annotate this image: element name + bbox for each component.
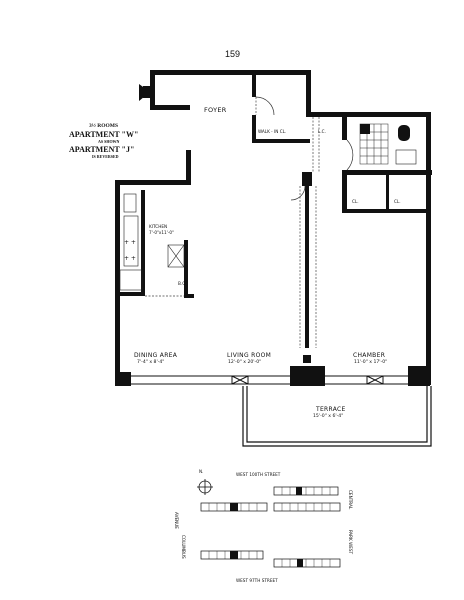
room-dining-area: DINING AREA: [134, 352, 178, 359]
room-closet-2: CL.: [394, 199, 401, 204]
room-living-room: LIVING ROOM: [227, 352, 272, 359]
unit-as-shown: AS SHOWN: [98, 139, 120, 144]
room-kitchen-dim: 7'-0"x11'-0": [149, 230, 174, 235]
unit-is-reversed: IS REVERSED: [92, 154, 119, 159]
room-terrace: TERRACE: [316, 406, 346, 413]
keyplan-avenue-right-2: PARK WEST: [348, 530, 353, 555]
room-chamber-dim: 11'-0" x 17'-0": [354, 360, 388, 365]
keyplan-north: N.: [199, 469, 204, 474]
unit-apartment-j: APARTMENT "J": [69, 145, 135, 154]
keyplan-avenue-right: CENTRAL: [348, 490, 353, 510]
keyplan-avenue-left: AVENUE: [174, 512, 179, 529]
svg-text:+ +: + +: [124, 255, 136, 262]
unit-rooms: 3½ ROOMS: [89, 123, 119, 129]
keyplan-street-top: WEST 100TH STREET: [236, 472, 281, 477]
keyplan-avenue-left-2: COLUMBUS: [181, 535, 186, 559]
room-dining-dim: 7'-4" x 8'-4": [137, 360, 165, 365]
room-closet-1: CL.: [352, 199, 359, 204]
room-living-dim: 12'-0" x 20'-0": [228, 360, 262, 365]
room-walk-in-closet: WALK - IN CL.: [258, 129, 287, 134]
room-kitchen: KITCHEN: [149, 224, 168, 229]
room-foyer: FOYER: [204, 106, 227, 114]
room-linen-closet: L.C.: [318, 129, 326, 134]
page-number: 159: [225, 49, 241, 59]
unit-apartment-w: APARTMENT "W": [69, 130, 139, 139]
room-chamber: CHAMBER: [353, 352, 386, 359]
keyplan-street-bottom: WEST 97TH STREET: [236, 578, 278, 583]
svg-text:+ +: + +: [124, 239, 136, 246]
room-broom-closet: B.C.: [178, 281, 187, 286]
room-terrace-dim: 15'-0" x 6'-4": [313, 414, 344, 419]
